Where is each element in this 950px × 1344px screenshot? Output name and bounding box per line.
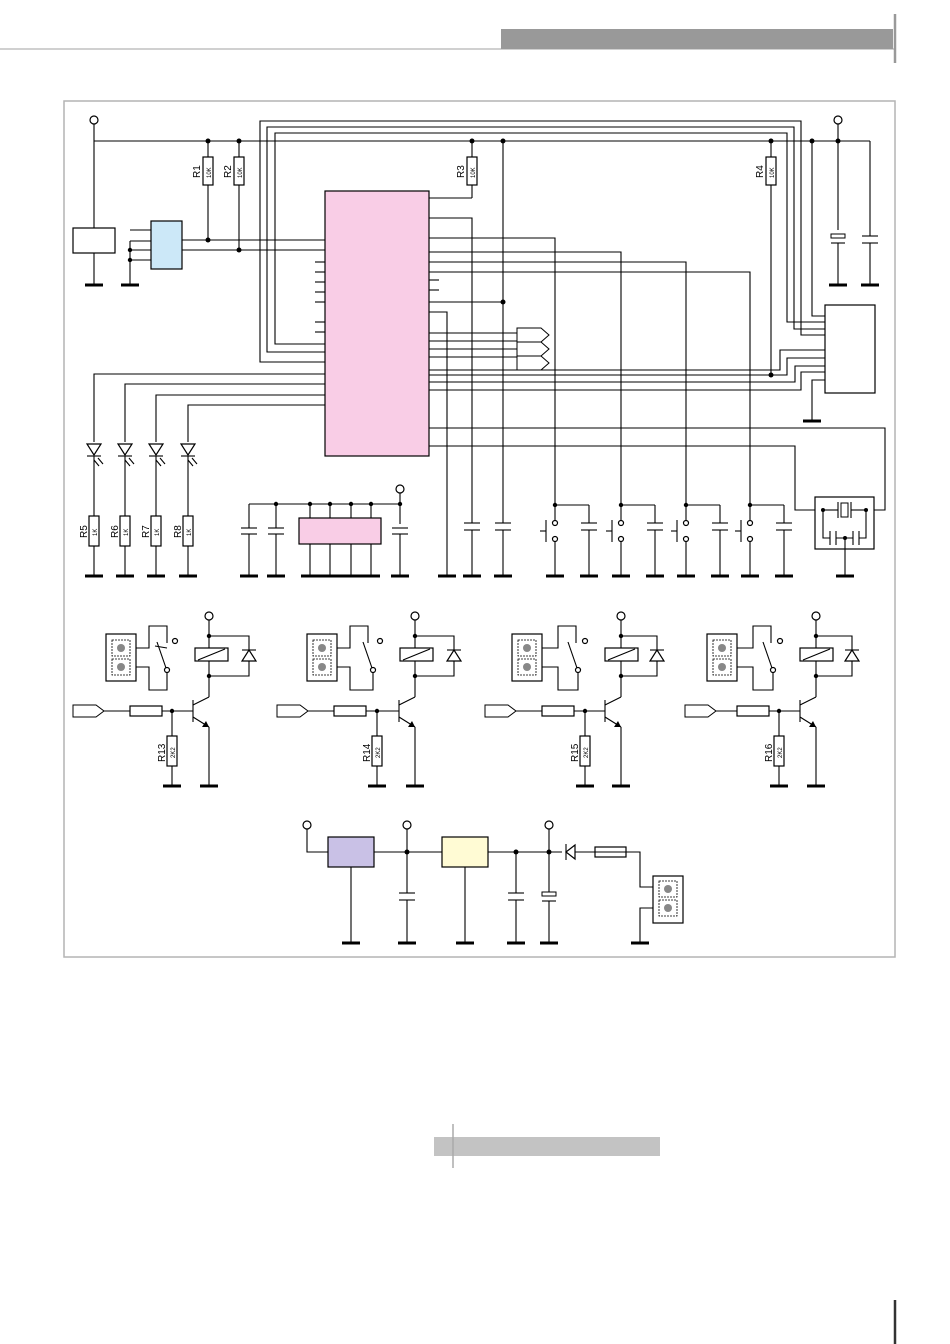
- regulator-2: [442, 837, 488, 867]
- footer-decoration: [434, 1124, 895, 1344]
- resistor-r2: R2 10K: [223, 141, 244, 253]
- r2-value: 10K: [238, 167, 244, 178]
- relay-channel-3: R15 2K2: [485, 612, 664, 786]
- push-button-3: [671, 503, 729, 576]
- push-button-2: [606, 503, 664, 576]
- relay-channel-2: R14 2K2: [277, 612, 461, 786]
- relay-channel-1: R13 2K2: [73, 612, 256, 786]
- led-2: [118, 444, 134, 516]
- regulator-1: [328, 837, 374, 867]
- microcontroller: [315, 191, 439, 456]
- led-1: [87, 444, 103, 516]
- r6-label: R6: [110, 525, 121, 538]
- power-supply: [303, 821, 683, 943]
- resistor-r8: R8 1K: [173, 516, 197, 576]
- r14-value: 2K2: [376, 747, 382, 758]
- footer-bar: [434, 1137, 660, 1156]
- r14-label: R14: [362, 743, 373, 762]
- interface-ic: [121, 221, 325, 285]
- r3-label: R3: [456, 165, 467, 178]
- r1-value: 10K: [207, 167, 213, 178]
- led-4: [181, 444, 197, 516]
- r13-value: 2K2: [171, 747, 177, 758]
- r3-value: 10K: [471, 167, 477, 178]
- r1-label: R1: [192, 165, 203, 178]
- header-decoration: [0, 14, 895, 63]
- resistor-r5: R5 1K: [79, 516, 103, 576]
- resistor-r6: R6 1K: [110, 516, 134, 576]
- r8-label: R8: [173, 525, 184, 538]
- r16-value: 2K2: [778, 747, 784, 758]
- header-bar: [501, 29, 893, 49]
- relay-channel-4: R16 2K2: [685, 612, 859, 786]
- led-wires: [94, 374, 325, 442]
- resistor-r1: R1 10K: [192, 141, 213, 243]
- r5-label: R5: [79, 525, 90, 538]
- r4-label: R4: [755, 165, 766, 178]
- decoupling-capacitors: [438, 523, 512, 576]
- r8-value: 1K: [187, 529, 193, 536]
- supply-capacitors: [829, 141, 879, 285]
- eeprom-ic: [240, 485, 409, 576]
- r5-value: 1K: [93, 529, 99, 536]
- push-button-1: [540, 503, 598, 576]
- resistor-r3: R3 10K: [429, 141, 477, 198]
- led-3: [149, 444, 165, 516]
- r7-label: R7: [141, 525, 152, 538]
- r13-label: R13: [157, 743, 168, 762]
- r7-value: 1K: [155, 529, 161, 536]
- push-button-4: [735, 503, 793, 576]
- r16-label: R16: [764, 743, 775, 762]
- resistor-r4: R4 10K: [755, 141, 776, 378]
- r15-value: 2K2: [584, 747, 590, 758]
- input-connector: [73, 228, 115, 285]
- r6-value: 1K: [124, 529, 130, 536]
- r4-value: 10K: [770, 167, 776, 178]
- r2-label: R2: [223, 165, 234, 178]
- resistor-r7: R7 1K: [141, 516, 165, 576]
- crystal-oscillator: [815, 497, 874, 576]
- r15-label: R15: [570, 743, 581, 762]
